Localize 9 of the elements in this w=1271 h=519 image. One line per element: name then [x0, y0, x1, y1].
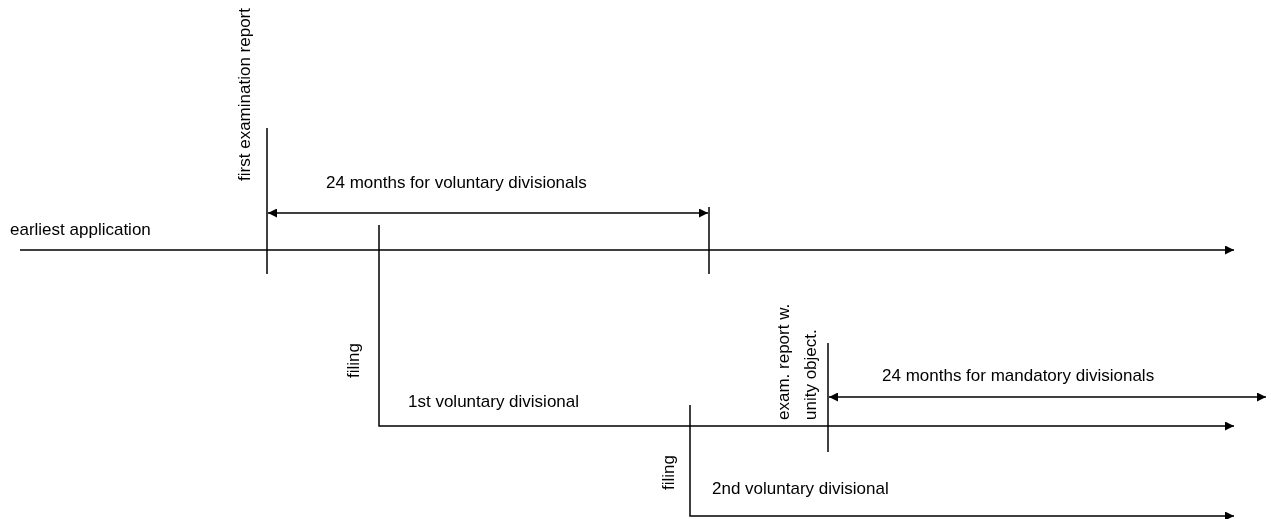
timeline-label: earliest application: [10, 220, 151, 240]
timeline-label: 1st voluntary divisional: [408, 392, 580, 412]
period-label: 24 months for voluntary divisionals: [326, 173, 587, 193]
event-label: filing: [658, 455, 679, 490]
event-label: first examination report: [234, 8, 255, 181]
event-label: exam. report w. unity object.: [773, 302, 822, 420]
timeline-label: 2nd voluntary divisional: [712, 479, 889, 499]
period-label: 24 months for mandatory divisionals: [882, 366, 1155, 386]
event-label: filing: [343, 343, 364, 378]
